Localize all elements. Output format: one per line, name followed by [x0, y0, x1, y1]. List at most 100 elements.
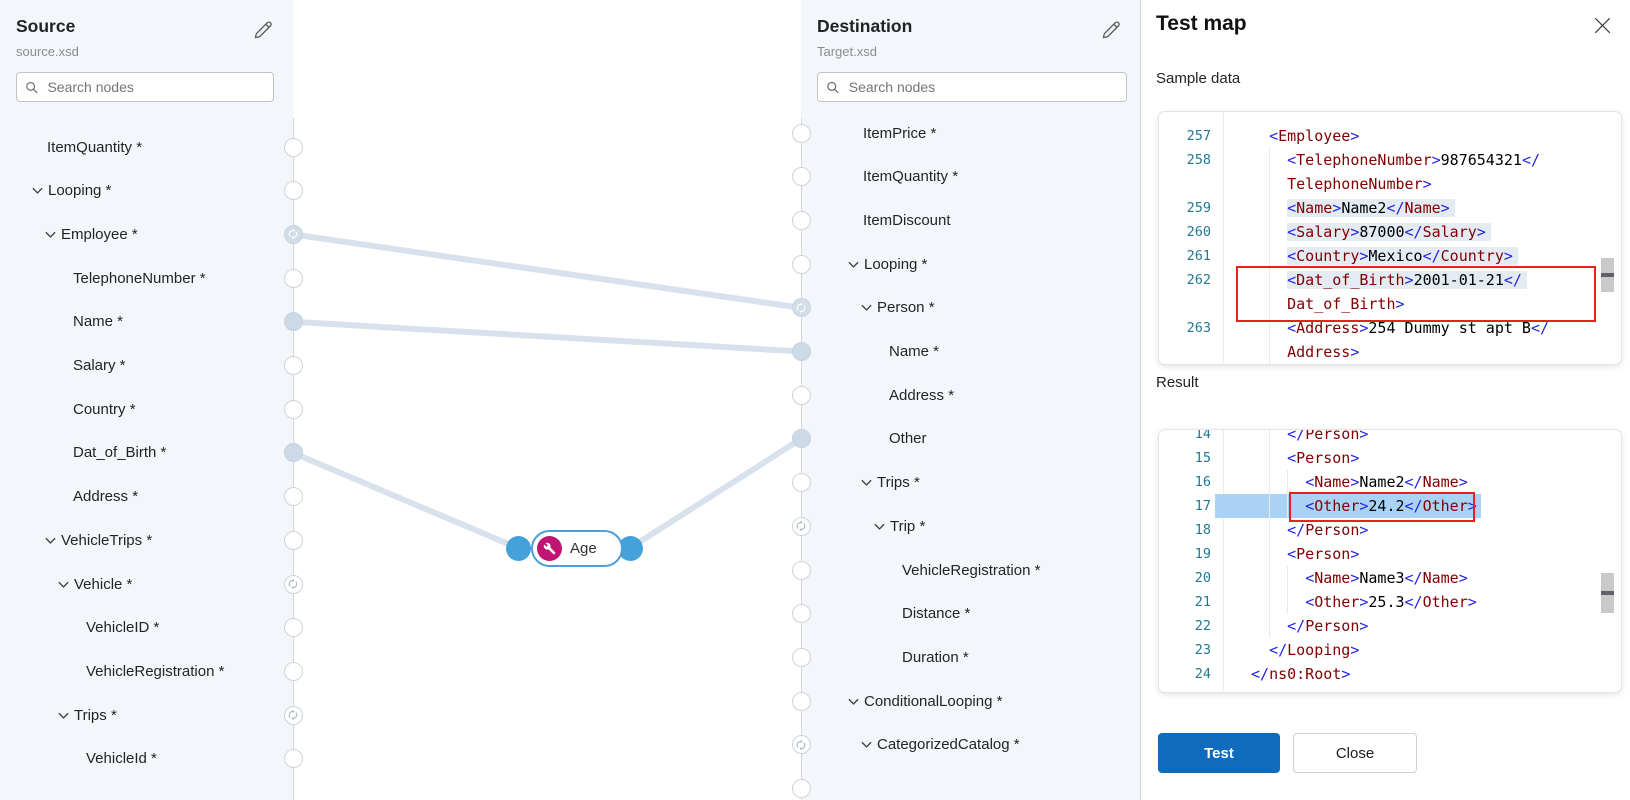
tree-node-categorizedcatalog[interactable]: CategorizedCatalog * [859, 730, 1020, 760]
line-number: 257 [1186, 128, 1211, 144]
destination-port-itemdiscount[interactable] [791, 210, 811, 230]
tree-node-looping[interactable]: Looping * [30, 176, 111, 206]
sample-scrollbar-thumb[interactable] [1601, 258, 1614, 292]
chevron-down-icon[interactable] [30, 183, 45, 198]
tree-node-person[interactable]: Person * [859, 293, 935, 323]
close-button[interactable]: Close [1293, 733, 1417, 773]
tree-node-itemquantity[interactable]: ItemQuantity * [863, 162, 958, 192]
source-port-dat_of_birth[interactable] [283, 443, 303, 463]
chevron-down-icon[interactable] [43, 533, 58, 548]
destination-port-duration[interactable] [791, 647, 811, 667]
destination-port-address[interactable] [791, 385, 811, 405]
chevron-down-icon[interactable] [859, 475, 874, 490]
edit-source-schema-icon[interactable] [252, 20, 273, 41]
tree-node-distance[interactable]: Distance * [902, 599, 970, 629]
tree-node-address[interactable]: Address * [889, 380, 954, 410]
chevron-down-icon[interactable] [872, 519, 887, 534]
tree-node-vehicleregistration[interactable]: VehicleRegistration * [902, 555, 1040, 585]
chevron-down-icon[interactable] [859, 737, 874, 752]
source-port-address[interactable] [283, 487, 303, 507]
destination-search-input[interactable] [846, 78, 1118, 96]
chevron-down-icon[interactable] [56, 577, 71, 592]
chevron-down-icon[interactable] [859, 300, 874, 315]
source-port-salary[interactable] [283, 356, 303, 375]
edit-destination-schema-icon[interactable] [1100, 20, 1121, 41]
destination-port-name[interactable] [791, 342, 811, 361]
tree-node-trips[interactable]: Trips * [56, 700, 117, 730]
source-port-trips[interactable] [283, 705, 303, 725]
chevron-down-icon[interactable] [43, 227, 58, 242]
code-line: Address> [1159, 340, 1621, 364]
source-search-input[interactable] [45, 78, 265, 96]
tree-node-label: ConditionalLooping * [864, 692, 1003, 710]
function-input-handle[interactable] [505, 535, 531, 561]
chevron-down-icon[interactable] [56, 708, 71, 723]
tree-node-salary[interactable]: Salary * [73, 351, 126, 381]
result-editor[interactable]: 14 </Person>15 <Person>16 <Name>Name2</N… [1159, 430, 1621, 692]
tree-node-looping[interactable]: Looping * [846, 249, 927, 279]
tree-node-vehicleid[interactable]: VehicleID * [86, 613, 159, 643]
tree-node-address[interactable]: Address * [73, 482, 138, 512]
tree-node-name[interactable]: Name * [889, 337, 939, 367]
result-label: Result [1156, 374, 1199, 391]
destination-port-extra[interactable] [791, 779, 811, 798]
chevron-down-icon[interactable] [846, 694, 861, 709]
line-number: 20 [1194, 570, 1211, 586]
source-port-vehicle[interactable] [283, 574, 303, 594]
tree-node-itemquantity[interactable]: ItemQuantity * [47, 132, 142, 162]
destination-port-itemprice[interactable] [791, 123, 811, 143]
tree-node-employee[interactable]: Employee * [43, 219, 138, 249]
tree-node-label: Name * [73, 313, 124, 331]
line-number: 262 [1186, 272, 1211, 288]
tree-node-other[interactable]: Other [889, 424, 927, 454]
destination-port-vehicleregistration[interactable] [791, 560, 811, 580]
destination-port-trips[interactable] [791, 473, 811, 493]
line-number: 261 [1186, 248, 1211, 264]
tree-node-trip[interactable]: Trip * [872, 511, 925, 541]
tree-node-name[interactable]: Name * [73, 307, 123, 337]
destination-port-person[interactable] [791, 298, 811, 318]
destination-port-conditionallooping[interactable] [791, 691, 811, 711]
destination-port-looping[interactable] [791, 254, 811, 274]
tree-node-vehicle[interactable]: Vehicle * [56, 569, 132, 599]
tree-node-dat_of_birth[interactable]: Dat_of_Birth * [73, 438, 166, 468]
tree-node-telephonenumber[interactable]: TelephoneNumber * [73, 263, 206, 293]
close-icon[interactable] [1589, 12, 1615, 38]
destination-port-categorizedcatalog[interactable] [791, 735, 811, 755]
code-line: Dat_of_Birth> [1159, 292, 1621, 316]
source-port-looping[interactable] [283, 181, 303, 201]
code-line: 14 </Person> [1159, 430, 1621, 446]
destination-port-distance[interactable] [791, 604, 811, 624]
tree-node-trips[interactable]: Trips * [859, 468, 920, 498]
source-port-country[interactable] [283, 399, 303, 419]
test-button[interactable]: Test [1158, 733, 1280, 773]
source-port-vehicleid[interactable] [283, 749, 303, 769]
result-scrollbar-thumb[interactable] [1601, 573, 1614, 613]
source-search-box[interactable] [16, 72, 274, 102]
tree-node-itemprice[interactable]: ItemPrice * [863, 118, 936, 148]
source-port-vehicleid[interactable] [283, 618, 303, 638]
destination-port-other[interactable] [791, 429, 811, 449]
source-port-vehicletrips[interactable] [283, 530, 303, 550]
sample-data-editor[interactable]: 257 <Employee>258 <TelephoneNumber>98765… [1159, 112, 1621, 364]
tree-node-label: Person * [877, 299, 935, 317]
source-port-itemquantity[interactable] [283, 137, 303, 157]
code-line: 18 </Person> [1159, 518, 1621, 542]
tree-node-country[interactable]: Country * [73, 394, 136, 424]
tree-node-conditionallooping[interactable]: ConditionalLooping * [846, 686, 1002, 716]
tree-node-duration[interactable]: Duration * [902, 642, 969, 672]
gutter-separator [1223, 112, 1224, 364]
destination-search-box[interactable] [817, 72, 1127, 102]
function-node-age[interactable]: Age [531, 530, 623, 567]
destination-port-itemquantity[interactable] [791, 167, 811, 187]
source-port-vehicleregistration[interactable] [283, 661, 303, 681]
chevron-down-icon[interactable] [846, 257, 861, 272]
tree-node-vehicletrips[interactable]: VehicleTrips * [43, 525, 152, 555]
destination-port-trip[interactable] [791, 516, 811, 536]
tree-node-itemdiscount[interactable]: ItemDiscount [863, 205, 951, 235]
source-port-name[interactable] [283, 312, 303, 332]
tree-node-vehicleregistration[interactable]: VehicleRegistration * [86, 656, 224, 686]
source-port-employee[interactable] [283, 224, 303, 244]
tree-node-vehicleid[interactable]: VehicleId * [86, 744, 157, 774]
source-port-telephonenumber[interactable] [283, 268, 303, 288]
